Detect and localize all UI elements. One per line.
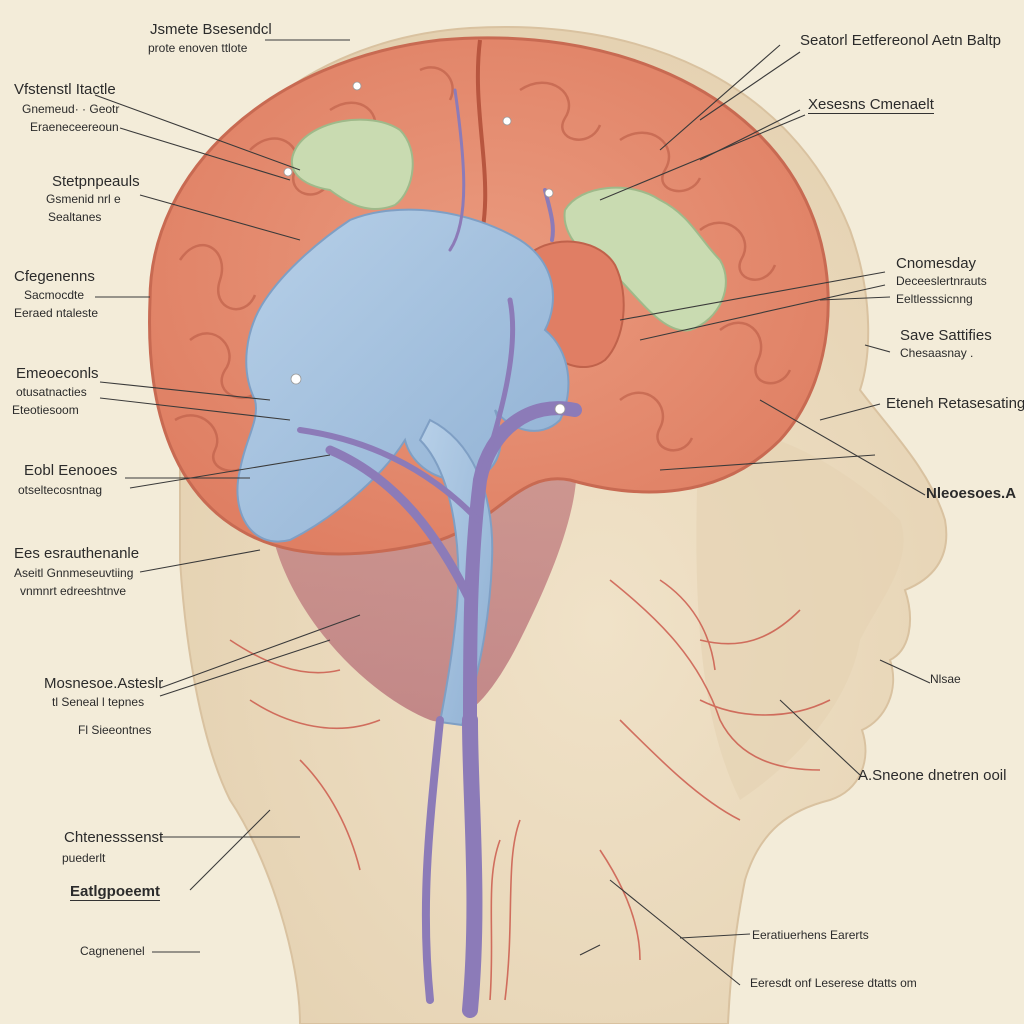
label-left-7-sub1: tl Seneal l tepnes: [52, 695, 145, 709]
green-region-left: [290, 118, 414, 210]
label-bottom-center-title: Eeratiuerhens Earerts: [752, 928, 869, 942]
label-left-2-sub1: Gsmenid nrl e: [46, 192, 121, 206]
label-right-3-title: Save Sattifies: [900, 327, 992, 344]
label-left-1-sub1: Gnemeud· · Geotr: [22, 102, 120, 116]
label-left-11-title: Cagnenenel: [80, 944, 145, 958]
label-left-7-title: Mosnesoe.Asteslr: [44, 675, 164, 692]
label-right-7-title: A.Sneone dnetren ooil: [858, 767, 1007, 784]
label-right-2-sub2: Eeltlesssicnng: [896, 292, 973, 306]
label-left-6-title: Ees esrauthenanle: [14, 545, 140, 562]
label-left-10-title: Eatlgpoeemt: [70, 883, 161, 901]
label-bottom-right-title: Eeresdt onf Leserese dtatts om: [750, 976, 917, 990]
leader-lines: [94, 39, 931, 986]
label-left-2-title: Stetpnpeauls: [52, 173, 140, 190]
face-shading: [696, 420, 904, 800]
label-left-5-sub1: otseltecosntnag: [18, 483, 103, 497]
label-left-4-sub1: otusatnacties: [16, 385, 87, 399]
label-left-3-title: Cfegenenns: [14, 268, 95, 285]
highlight-dots: [283, 81, 566, 415]
label-left-6-sub1: Aseitl Gnnmeseuvtiing: [14, 566, 134, 580]
label-left-6-sub2: vnmnrt edreeshtnve: [20, 584, 127, 598]
label-left-9-sub1: puederlt: [62, 851, 106, 865]
label-left-9-title: Chtenesssenst: [64, 829, 164, 846]
label-left-4-title: Emeoeconls: [16, 365, 99, 382]
label-left-3-sub1: Sacmocdte: [24, 288, 85, 302]
label-right-1-title: Xesesns Cmenaelt: [808, 96, 934, 114]
label-left-2-sub2: Sealtanes: [48, 210, 102, 224]
label-right-5-title: Nleoesoes.A: [926, 485, 1017, 502]
label-left-1-sub2: Eraeneceereoun: [30, 120, 119, 134]
label-top-center-title: Jsmete Bsesendcl: [150, 21, 272, 38]
label-right-4-title: Eteneh Retasesating: [886, 395, 1024, 412]
label-left-4-sub2: Eteotiesoom: [12, 403, 79, 417]
purple-vessels: [297, 88, 582, 1018]
label-left-3-sub2: Eeraed ntaleste: [14, 306, 99, 320]
label-right-2-sub1: Deceeslertnrauts: [896, 274, 987, 288]
label-right-3-sub1: Chesaasnay .: [900, 346, 974, 360]
label-top-center-sub: prote enoven ttlote: [148, 41, 248, 55]
label-right-6-title: Nlsae: [930, 672, 961, 686]
label-left-1-title: Vfstenstl Itactle: [14, 81, 116, 98]
label-right-2-title: Cnomesday: [896, 255, 977, 272]
label-left-5-title: Eobl Eenooes: [24, 462, 118, 479]
label-top-right-title: Seatorl Eetfereonol Aetn Baltp: [800, 32, 1001, 49]
label-left-8-title: Fl Sieeontnes: [78, 723, 152, 737]
arteries: [229, 579, 831, 1001]
